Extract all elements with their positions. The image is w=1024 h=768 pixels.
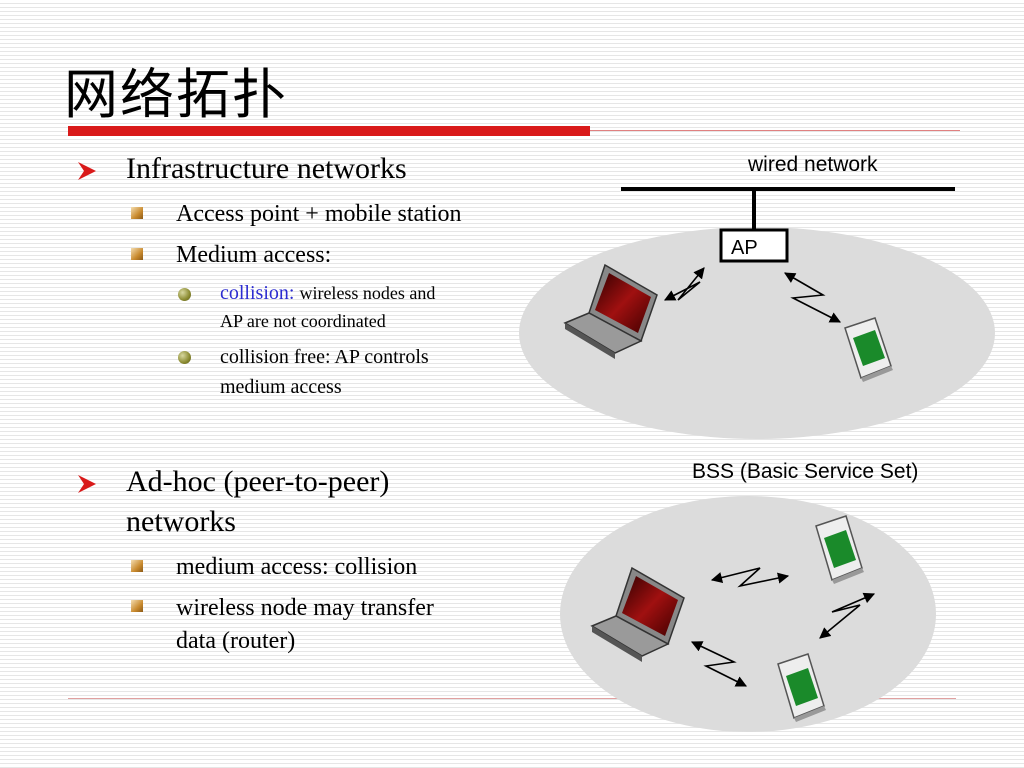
arrow-bullet-icon xyxy=(78,162,96,180)
adhoc-item-router-1: wireless node may transfer xyxy=(176,595,434,621)
pda-icon xyxy=(815,515,864,584)
footer-rule xyxy=(68,698,956,699)
ball-bullet-icon xyxy=(178,351,191,364)
title-underline-red xyxy=(68,126,590,136)
page-title: 网络拓扑 xyxy=(64,63,288,126)
bss-label: BSS (Basic Service Set) xyxy=(692,460,918,483)
adhoc-item-router-2: data (router) xyxy=(176,628,296,654)
collision-free-2: medium access xyxy=(220,376,342,398)
laptop-icon xyxy=(563,263,658,359)
infra-item-medium-access: Medium access: xyxy=(176,242,332,268)
collision-rest-2: AP are not coordinated xyxy=(220,311,386,331)
ball-bullet-icon xyxy=(178,288,191,301)
collision-free-1: collision free: AP controls xyxy=(220,346,429,368)
laptop-icon xyxy=(590,566,685,662)
collision-line: collision: wireless nodes and xyxy=(220,278,435,308)
access-point-label: AP xyxy=(731,237,758,259)
collision-rest-1: wireless nodes and xyxy=(299,283,436,303)
square-bullet-icon xyxy=(131,600,143,612)
arrow-bullet-icon xyxy=(78,475,96,493)
collision-word: collision: xyxy=(220,282,295,304)
bss-cell-ellipse xyxy=(519,227,995,439)
square-bullet-icon xyxy=(131,560,143,572)
square-bullet-icon xyxy=(131,207,143,219)
infra-item-access-point: Access point + mobile station xyxy=(176,201,462,227)
adhoc-heading-2: networks xyxy=(126,505,236,538)
pda-icon xyxy=(844,317,893,382)
wired-network-label: wired network xyxy=(747,153,878,176)
pda-icon xyxy=(777,653,826,722)
adhoc-heading-1: Ad-hoc (peer-to-peer) xyxy=(126,465,390,498)
square-bullet-icon xyxy=(131,248,143,260)
title-underline-thin xyxy=(590,130,960,131)
infra-heading: Infrastructure networks xyxy=(126,152,407,185)
access-point-box xyxy=(719,228,789,263)
adhoc-item-collision: medium access: collision xyxy=(176,554,418,580)
